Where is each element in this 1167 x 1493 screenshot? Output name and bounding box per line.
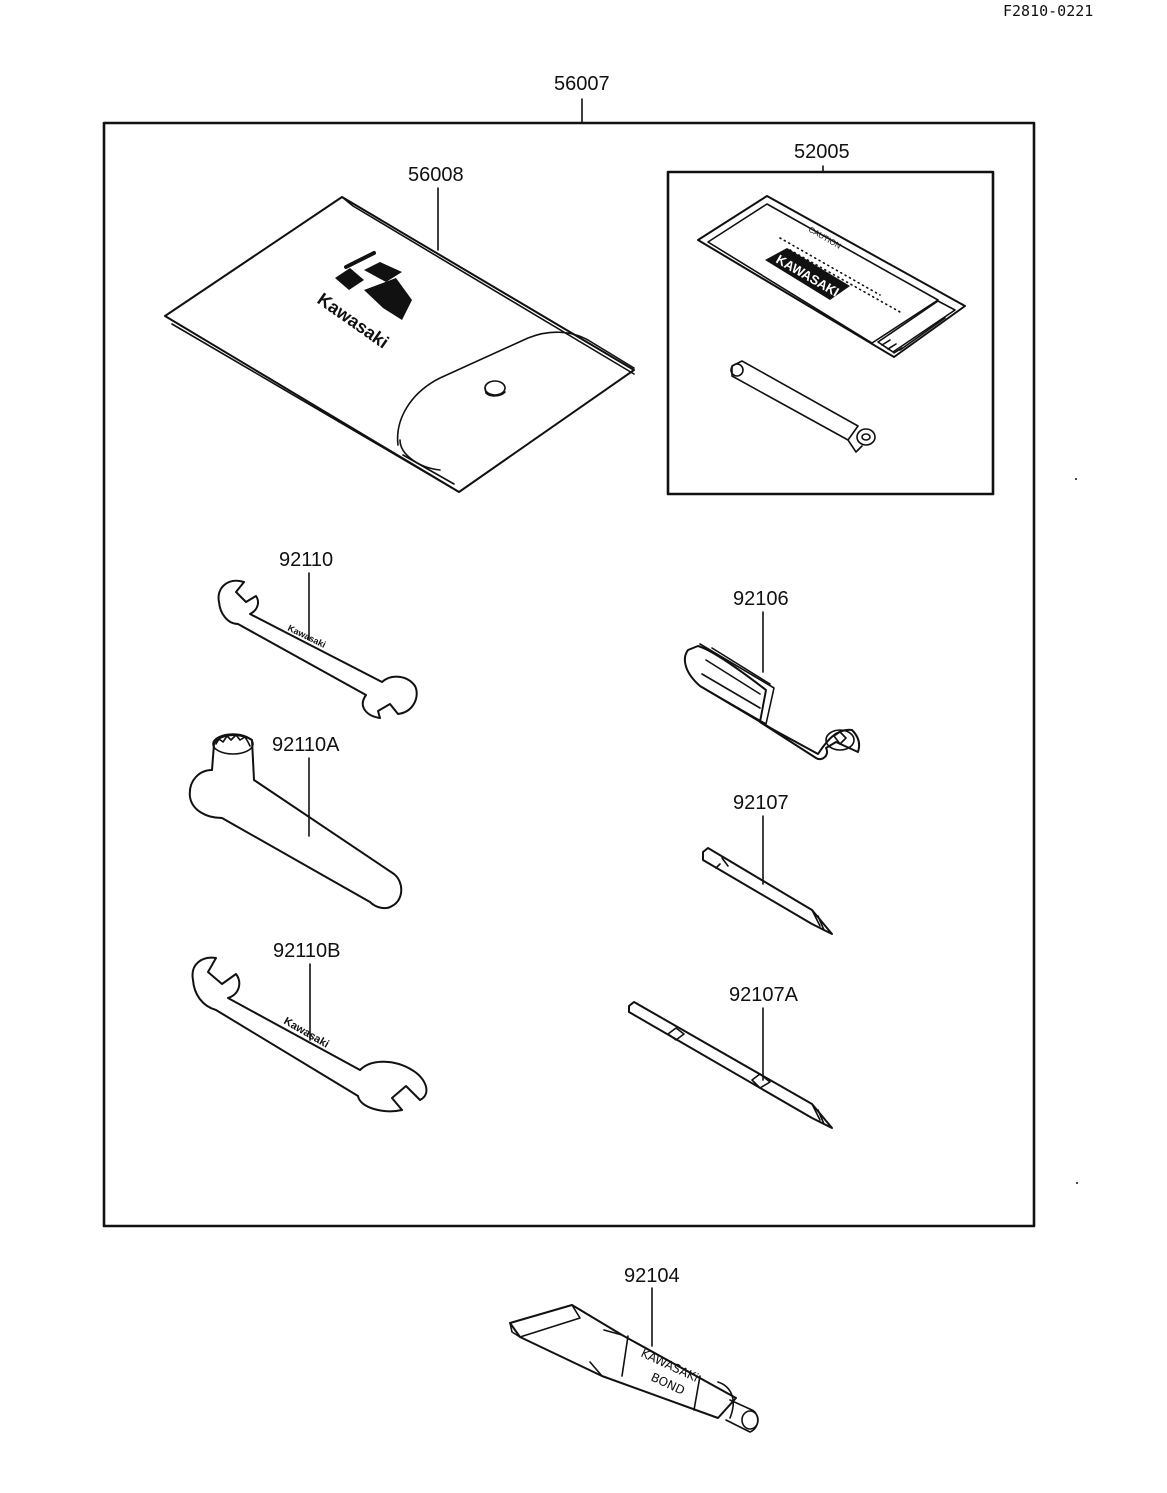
part-label-bond-tube: 92104 [624, 1265, 680, 1287]
part-label-screwdriver-handle: 92106 [733, 588, 789, 610]
tool-pouch: Kawasaki [165, 197, 634, 492]
box-wrench [190, 734, 401, 908]
screwdriver-bit-long [629, 1002, 832, 1128]
part-label-bit-short: 92107 [733, 792, 789, 814]
tire-kit-frame [668, 172, 993, 494]
open-wrench-small: Kawasaki [219, 581, 417, 718]
document-code: F2810-0221 [1003, 2, 1094, 20]
part-label-wrench-1: 92110 [279, 549, 334, 571]
kit-frame [104, 123, 1034, 1226]
screwdriver-handle [685, 644, 859, 759]
part-label-pouch: 56008 [408, 164, 464, 186]
scan-speck [1075, 478, 1077, 480]
part-label-kit: 56007 [554, 73, 610, 95]
part-label-box-wrench: 92110A [272, 734, 340, 756]
wrench-large-marking: Kawasaki [282, 1015, 331, 1050]
bond-tube: KAWASAKi BOND [510, 1305, 758, 1432]
part-label-wrench-2: 92110B [273, 940, 341, 962]
part-label-bit-long: 92107A [729, 984, 798, 1006]
scan-speck [1076, 1182, 1078, 1184]
instruction-packet: KAWASAKI CAUTION [698, 196, 965, 357]
repair-tube [731, 361, 875, 452]
part-label-tire-kit: 52005 [794, 141, 850, 163]
screwdriver-bit-short [703, 848, 832, 934]
